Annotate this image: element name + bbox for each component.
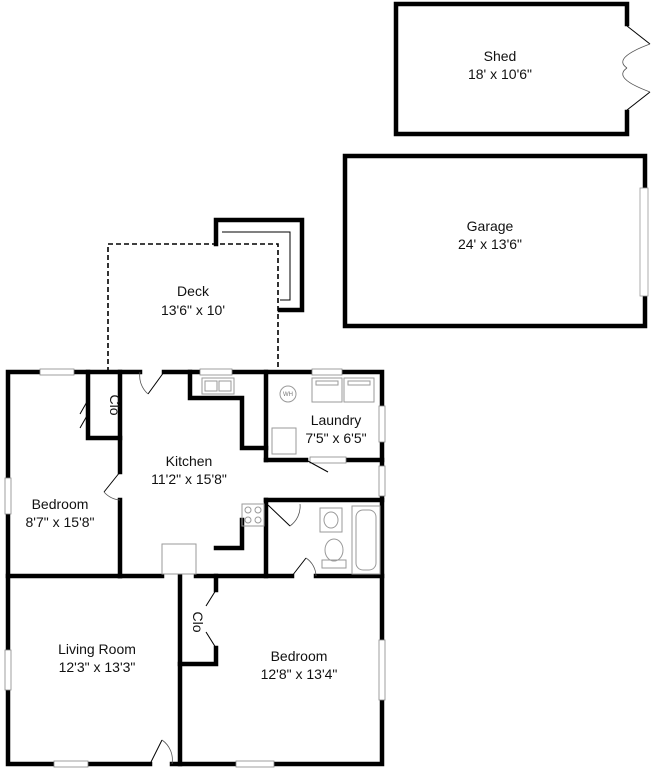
bathroom-sink bbox=[319, 507, 343, 533]
closet1-label: Clo bbox=[107, 394, 123, 415]
windows bbox=[4, 368, 386, 768]
interior-walls bbox=[5, 369, 385, 767]
kitchen-name: Kitchen bbox=[166, 453, 213, 469]
washer bbox=[311, 377, 343, 403]
dryer bbox=[343, 377, 375, 403]
water-heater: WH bbox=[279, 385, 297, 403]
shed bbox=[393, 1, 651, 137]
room-labels: Shed 18' x 10'6" Garage 24' x 13'6" Deck… bbox=[26, 48, 533, 682]
closet2-label: Clo bbox=[190, 611, 206, 632]
bedroom2-name: Bedroom bbox=[271, 648, 328, 664]
living-room-dims: 12'3" x 13'3" bbox=[59, 659, 136, 675]
laundry-sink bbox=[271, 427, 297, 455]
garage-dims: 24' x 13'6" bbox=[458, 236, 522, 252]
stove bbox=[241, 503, 265, 527]
fixtures: WH bbox=[161, 377, 381, 575]
laundry-name: Laundry bbox=[311, 412, 362, 428]
garage-name: Garage bbox=[467, 218, 514, 234]
bedroom2-dims: 12'8" x 13'4" bbox=[261, 666, 338, 682]
deck-name: Deck bbox=[177, 283, 210, 299]
bedroom1-dims: 8'7" x 15'8" bbox=[26, 514, 95, 530]
bedroom1-name: Bedroom bbox=[32, 496, 89, 512]
deck-stairs bbox=[213, 217, 305, 313]
living-room-name: Living Room bbox=[58, 641, 136, 657]
bathtub bbox=[351, 505, 381, 575]
shed-dims: 18' x 10'6" bbox=[468, 66, 532, 82]
garage bbox=[342, 153, 649, 329]
deck-dims: 13'6" x 10' bbox=[161, 302, 225, 318]
fridge bbox=[161, 543, 197, 575]
doors bbox=[79, 371, 329, 765]
shed-name: Shed bbox=[484, 48, 517, 64]
toilet bbox=[321, 538, 347, 569]
deck bbox=[107, 217, 305, 372]
shed-double-door bbox=[622, 25, 651, 111]
kitchen-dims: 11'2" x 15'8" bbox=[151, 471, 227, 487]
garage-door bbox=[639, 187, 649, 297]
water-heater-label: WH bbox=[283, 392, 293, 398]
laundry-dims: 7'5" x 6'5" bbox=[305, 430, 366, 446]
kitchen-sink bbox=[201, 377, 235, 395]
